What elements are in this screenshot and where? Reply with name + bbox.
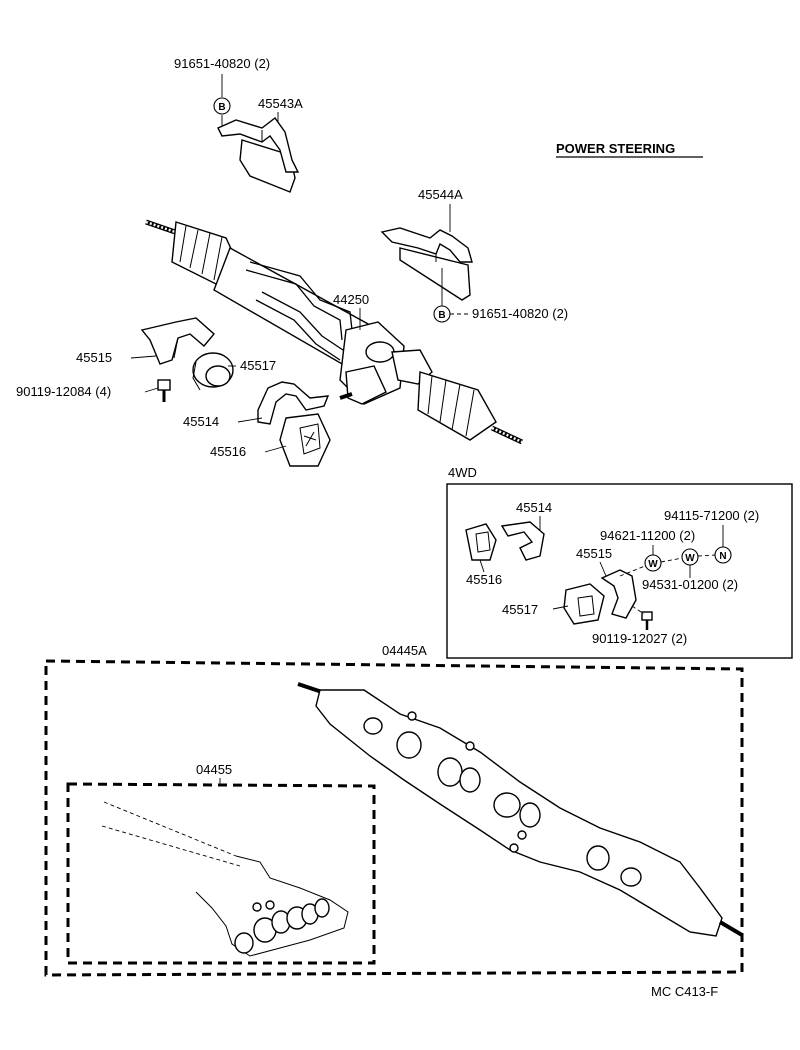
leader-45516 [264,445,287,453]
label-44250: 44250 [333,292,369,307]
nut-n: N [714,546,732,564]
wd-bolt-90119-12027 [641,611,653,630]
svg-text:W: W [648,559,658,570]
svg-text:W: W [685,553,695,564]
washer-w-1: W [644,554,662,572]
leader-4wd-45517 [552,605,569,610]
leader-4wd-45516 [479,559,485,573]
box-kit-04445A [44,659,744,977]
svg-text:B: B [218,102,225,113]
bracket-45514 [257,381,330,425]
label-45517: 45517 [240,358,276,373]
svg-text:B: B [438,310,445,321]
bracket-45544A [380,227,473,301]
diagram-title: POWER STEERING [556,141,703,158]
label-90119-12084: 90119-12084 (4) [16,384,111,399]
label-4wd-45514: 45514 [516,500,552,515]
label-4wd-45516: 45516 [466,572,502,587]
label-4wd-45517: 45517 [502,602,538,617]
box-kit-04455 [66,782,376,965]
leader-91651-right: B [433,268,468,323]
label-94621-11200: 94621-11200 (2) [600,528,695,543]
label-4wd: 4WD [448,465,477,480]
drawing-code: MC C413-F [651,984,718,999]
bolt-90119-12084 [157,379,171,402]
leader-4wd-45515 [599,561,607,577]
steering-rack-44250 [145,219,524,445]
leader-45515 [130,355,157,359]
label-45515: 45515 [76,350,112,365]
title-text: POWER STEERING [556,141,675,156]
label-45514: 45514 [183,414,219,429]
wd-bushing-45516 [465,523,497,561]
label-04455: 04455 [196,762,232,777]
wd-bushing-45517 [563,583,605,625]
label-91651-40820-right: 91651-40820 (2) [472,306,568,321]
leader-45514 [237,417,263,423]
bushing-45516 [279,413,331,467]
wd-bracket-45515 [600,569,637,619]
label-94115-71200: 94115-71200 (2) [664,508,759,523]
washer-w-2: W [681,548,699,566]
label-04445A: 04445A [382,643,427,658]
bracket-45543A [217,117,300,193]
wd-bracket-45514 [500,521,545,561]
leader-91651-top: B [213,74,231,126]
label-91651-40820-top: 91651-40820 (2) [174,56,270,71]
bolt-b-symbol-top [213,97,231,115]
label-4wd-45515: 45515 [576,546,612,561]
label-45544A: 45544A [418,187,463,202]
label-45543A: 45543A [258,96,303,111]
bracket-45515 [140,317,215,365]
kit-rack-housing [297,682,744,937]
box-4wd [446,483,793,659]
label-45516: 45516 [210,444,246,459]
label-90119-12027: 90119-12027 (2) [592,631,687,646]
leader-90119-12084 [144,387,159,393]
bushing-45517 [192,352,234,391]
label-94531-01200: 94531-01200 (2) [642,577,738,592]
kit-04455-parts [101,801,349,957]
svg-text:N: N [719,551,726,562]
